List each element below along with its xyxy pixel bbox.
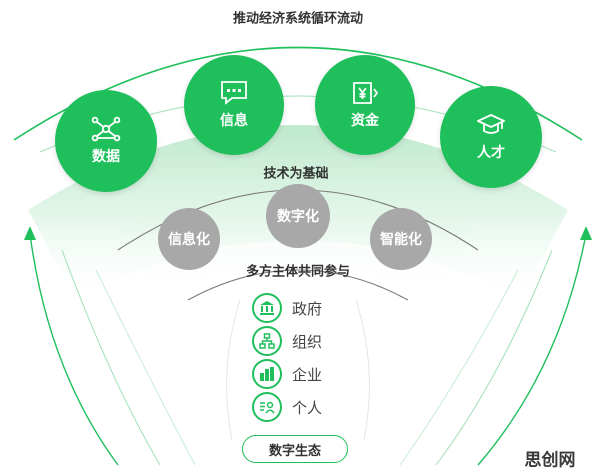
person-id-icon [252, 392, 282, 422]
tech-title: 技术为基础 [263, 166, 329, 182]
participant-enterprise-row: 企业 [252, 359, 322, 389]
inner-arc-left [226, 299, 241, 441]
participant-government-row: 政府 [252, 293, 322, 323]
tech-intelligence-circle: 智能化 [370, 208, 432, 270]
right-flow-line-1 [477, 233, 587, 466]
participant-organization-row: 组织 [252, 326, 322, 356]
element-data-label: 数据 [92, 149, 120, 165]
participants-title: 多方主体共同参与 [245, 264, 351, 280]
right-flow-line-2 [435, 249, 553, 466]
network-nodes-icon [91, 116, 121, 142]
left-flow-line-3 [95, 269, 196, 466]
element-info-circle: 信息 [184, 55, 284, 155]
tech-digitalization-circle: 数字化 [266, 184, 330, 248]
digital-ecosystem-pill: 数字生态 [242, 435, 348, 463]
org-chart-icon [252, 326, 282, 356]
tech-intelligence-label: 智能化 [380, 232, 422, 248]
participant-individual-row: 个人 [252, 392, 322, 422]
element-capital-circle: 资金 [315, 55, 415, 155]
tech-digitalization-label: 数字化 [277, 209, 319, 225]
tech-informatization-circle: 信息化 [158, 208, 220, 270]
element-talent-circle: 人才 [440, 86, 542, 188]
digital-ecosystem-label: 数字生态 [268, 443, 321, 459]
government-building-icon [252, 293, 282, 323]
element-capital-label: 资金 [351, 113, 379, 129]
participant-government-label: 政府 [292, 299, 323, 318]
chat-message-icon [221, 81, 247, 105]
site-watermark: 思创网 [524, 450, 576, 471]
left-flow-line-1 [29, 233, 119, 466]
left-arrow-head [24, 226, 36, 240]
participants-arc [187, 269, 409, 301]
element-data-circle: 数据 [55, 90, 157, 192]
graduation-cap-icon [477, 114, 505, 134]
right-flow-line-3 [399, 269, 519, 466]
participant-individual-label: 个人 [292, 398, 323, 417]
element-info-label: 信息 [220, 113, 248, 129]
enterprise-buildings-icon [252, 359, 282, 389]
right-arrow-head [580, 226, 592, 240]
main-title: 推动经济系统循环流动 [232, 11, 364, 27]
yuan-document-icon [353, 82, 379, 104]
participant-organization-label: 组织 [292, 332, 323, 351]
element-talent-label: 人才 [477, 145, 505, 161]
tech-informatization-label: 信息化 [168, 232, 210, 248]
participant-enterprise-label: 企业 [292, 365, 323, 384]
inner-arc-right [355, 299, 370, 441]
left-flow-line-2 [61, 249, 161, 466]
